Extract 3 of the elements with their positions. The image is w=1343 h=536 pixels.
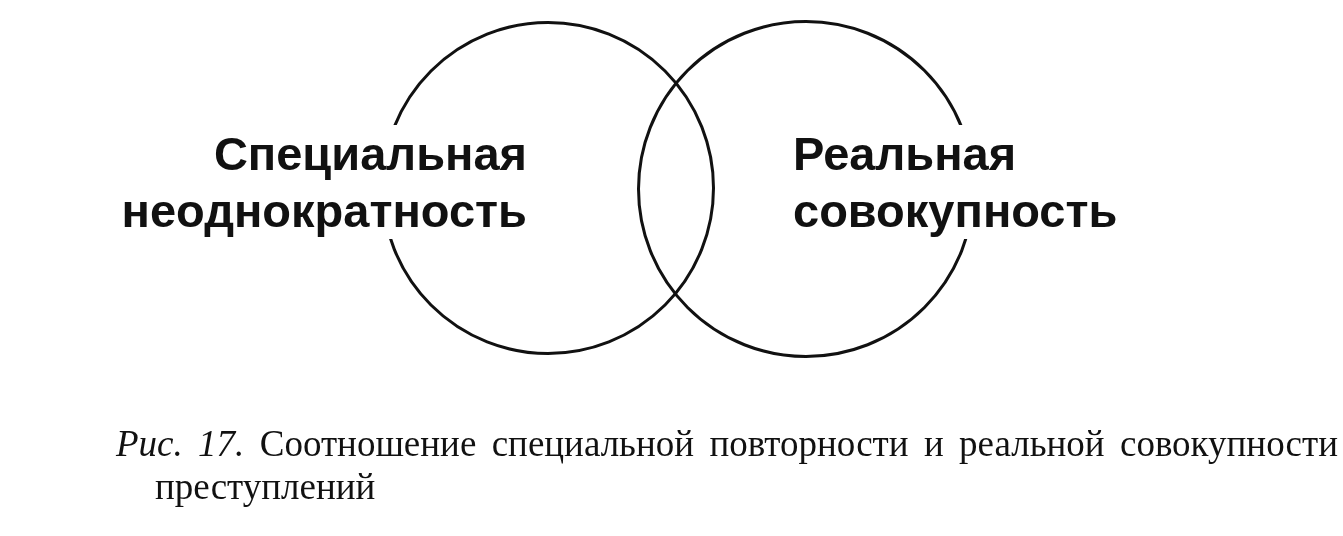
figure-caption: Рис. 17. Соотношение специальной повторности и реальной совокупности преступлений [116,422,1338,508]
circle-label: Специальная неоднократность [121,125,527,239]
circle-label: Реальная совокупность [793,125,1118,239]
